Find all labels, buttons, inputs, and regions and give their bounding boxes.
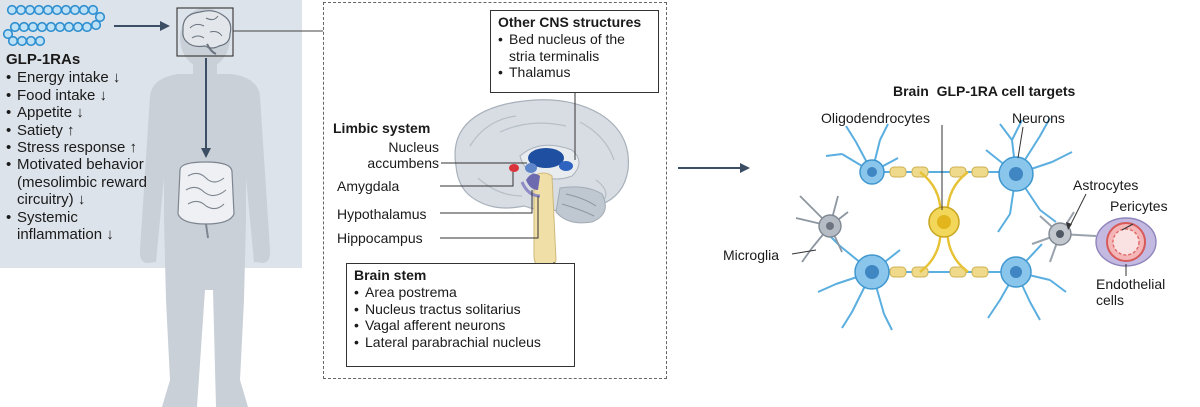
molecule-to-brain-arrow [114,21,170,31]
effect-item: Stress response ↑ [6,139,156,157]
astrocyte-cell [1031,211,1097,263]
brain-in-head-icon [182,10,232,55]
blood-vessel [1095,217,1157,267]
hippocampus-label: Hippocampus [337,230,423,246]
microglia-cell [795,195,849,263]
other-cns-title: Other CNS structures [498,14,642,30]
microglia-label: Microglia [723,247,780,263]
cell-targets-title: Brain GLP-1RA cell targets [893,83,1076,99]
other-cns-item: Thalamus [498,64,651,81]
neuron-cell-top-left [825,123,899,185]
intestines-icon [177,161,235,239]
cell-targets-illustration [791,117,1157,331]
effect-item: Motivated behavior (mesolimbic reward ci… [6,156,156,208]
effects-list: Energy intake ↓ Food intake ↓ Appetite ↓… [6,69,156,243]
other-cns-box: Other CNS structures Bed nucleus of the … [490,10,659,93]
brain-stem-title: Brain stem [354,267,427,283]
bnst-shape [559,161,573,171]
oligodendrocytes-label: Oligodendrocytes [821,110,930,126]
nucleus-accumbens-label: Nucleus accumbens [367,139,439,172]
glp1ra-title: GLP-1RAs [6,51,81,68]
astrocytes-label: Astrocytes [1073,177,1139,193]
brain-region-panel [323,2,667,379]
other-cns-item: Bed nucleus of the stria terminalis [498,31,651,64]
brain-to-gut-arrow [201,58,211,158]
astrocyte-arrowhead [1066,222,1072,230]
neuron-cell-bottom-right [987,243,1067,321]
other-cns-list: Bed nucleus of the stria terminalis Thal… [498,31,651,81]
pericytes-label: Pericytes [1110,198,1168,214]
effect-item: Satiety ↑ [6,122,156,140]
brain-stem-box: Brain stem Area postrema Nucleus tractus… [346,263,575,367]
hippocampus-shape [520,181,541,198]
brain-stem-item: Area postrema [354,284,567,301]
endothelial-cells-label: Endothelial cells [1096,276,1166,309]
neuron-cell-top-right [985,117,1073,233]
amygdala-label: Amygdala [337,178,400,194]
neurons-label: Neurons [1012,110,1065,126]
effect-item: Food intake ↓ [6,87,156,105]
brain-to-cells-arrow [678,163,750,173]
limbic-system-title: Limbic system [333,120,431,136]
hypothalamus-label: Hypothalamus [337,206,427,222]
septal-shape [525,163,537,173]
brain-stem-list: Area postrema Nucleus tractus solitarius… [354,284,567,350]
hypothalamus-shape [526,173,540,190]
effect-item: Appetite ↓ [6,104,156,122]
oligodendrocyte-cell [919,171,969,273]
brain-stem-item: Lateral parabrachial nucleus [354,334,567,351]
brain-stem-item: Vagal afferent neurons [354,317,567,334]
amygdala-shape [509,164,519,172]
cell-leader-lines [791,125,1134,276]
neuron-cell-bottom-left [817,231,901,331]
effect-item: Energy intake ↓ [6,69,156,87]
brain-stem-item: Nucleus tractus solitarius [354,301,567,318]
peptide-chain-icon [2,4,106,47]
brain-highlight-box [176,7,234,57]
glp1ra-effects: GLP-1RAs Energy intake ↓ Food intake ↓ A… [6,51,156,243]
effect-item: Systemic inflammation ↓ [6,209,156,244]
nucleus-accumbens-shape [528,148,564,168]
